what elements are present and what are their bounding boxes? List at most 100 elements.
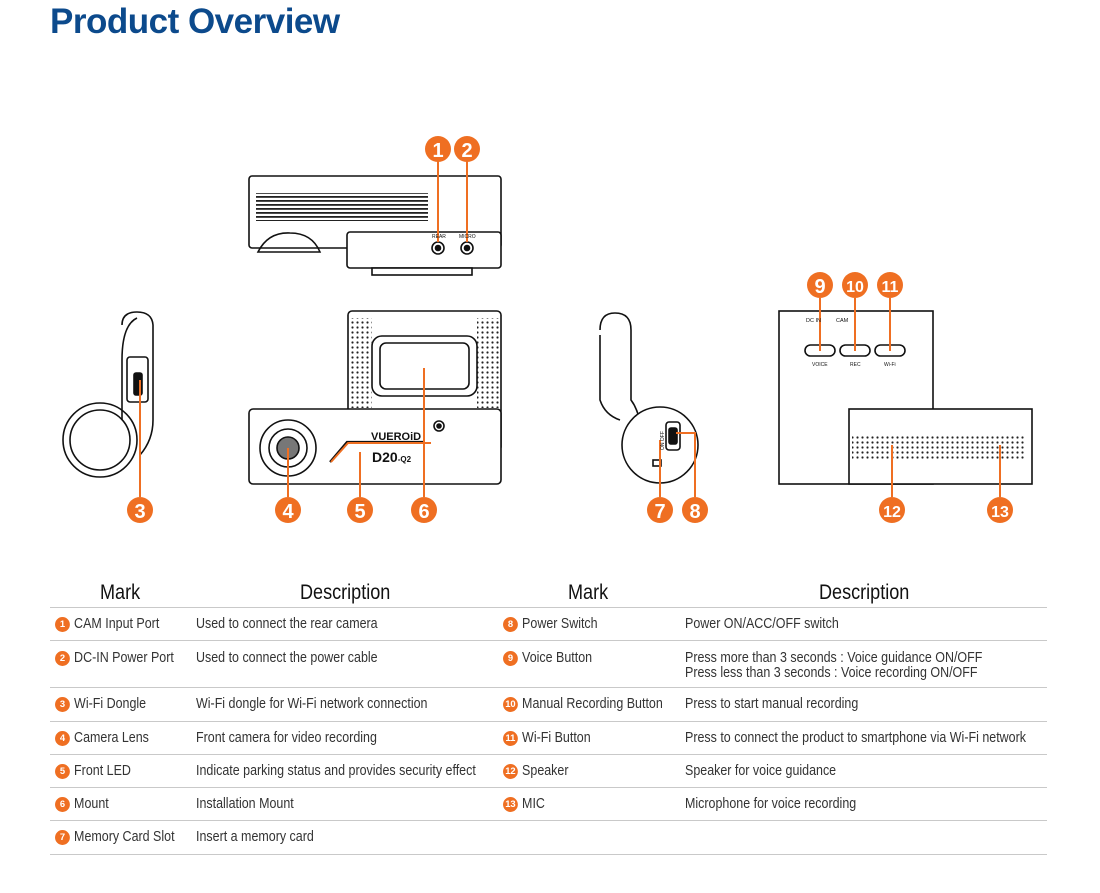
mark-label: Memory Card Slot (74, 829, 175, 845)
callout-10-label: 10 (846, 279, 864, 296)
device-model-suffix: -Q2 (398, 455, 412, 464)
mark-label: MIC (522, 796, 545, 812)
callout-8-label: 8 (689, 501, 700, 523)
desc-speaker: Speaker for voice guidance (685, 763, 837, 779)
mark-mic: 13 MIC (503, 796, 545, 812)
number-badge: 6 (55, 797, 70, 812)
mark-front-led: 5 Front LED (55, 763, 131, 779)
front-view-drawing (248, 310, 502, 497)
desc-wifi-dongle: Wi-Fi dongle for Wi-Fi network connectio… (196, 696, 428, 712)
table-row (50, 820, 1047, 855)
number-badge: 2 (55, 651, 70, 666)
device-model-name: D20 (372, 449, 398, 465)
callout-1: 1 (425, 136, 451, 162)
callout-4-label: 4 (282, 501, 294, 523)
mark-label: DC-IN Power Port (74, 650, 174, 666)
back-label-dc-in: DC IN (806, 318, 821, 324)
button-label-rec: REC (850, 362, 861, 368)
mark-label: Wi-Fi Button (522, 730, 591, 746)
desc-voice-button-line1: Press more than 3 seconds : Voice guidan… (685, 650, 983, 666)
callout-7: 7 (647, 497, 673, 523)
mark-voice-button: 9 Voice Button (503, 650, 593, 666)
callout-9: 9 (807, 272, 833, 298)
header-mark-left: Mark (100, 581, 141, 604)
desc-memory-card-slot: Insert a memory card (196, 829, 314, 845)
device-model: D20-Q2 (372, 449, 412, 465)
callout-12: 12 (879, 497, 905, 523)
button-label-voice: VOICE (812, 362, 828, 368)
number-badge: 10 (503, 697, 518, 712)
number-badge: 12 (503, 764, 518, 779)
callout-7-label: 7 (654, 501, 665, 523)
callout-5-label: 5 (354, 501, 365, 523)
table-row (50, 721, 1047, 755)
mark-wifi-button: 11 Wi-Fi Button (503, 730, 591, 746)
header-mark-right: Mark (568, 581, 609, 604)
desc-front-led: Indicate parking status and provides sec… (196, 763, 476, 779)
port-label-micro: MICRO (459, 234, 476, 240)
number-badge: 11 (503, 731, 518, 746)
callout-12-label: 12 (883, 504, 901, 521)
mark-label: Power Switch (522, 616, 598, 632)
mark-label: CAM Input Port (74, 616, 160, 632)
button-label-wifi: Wi-Fi (884, 362, 896, 368)
mark-label: Voice Button (522, 650, 593, 666)
right-side-view-drawing (599, 312, 699, 497)
table-row (50, 687, 1047, 722)
mark-label: Wi-Fi Dongle (74, 696, 147, 712)
mark-manual-recording-button: 10 Manual Recording Button (503, 696, 663, 712)
mark-cam-input-port: 1 CAM Input Port (55, 616, 160, 632)
mark-speaker: 12 Speaker (503, 763, 569, 779)
switch-label: ON OFF (660, 431, 666, 450)
port-label-rear: REAR (432, 234, 446, 240)
number-badge: 4 (55, 731, 70, 746)
desc-power-switch: Power ON/ACC/OFF switch (685, 616, 839, 632)
callout-3-label: 3 (134, 501, 145, 523)
desc-camera-lens: Front camera for video recording (196, 730, 377, 746)
header-description-left: Description (300, 581, 391, 604)
mark-label: Manual Recording Button (522, 696, 663, 712)
callout-13-label: 13 (991, 504, 1009, 521)
mark-camera-lens: 4 Camera Lens (55, 730, 149, 746)
header-description-right: Description (819, 581, 910, 604)
callout-1-label: 1 (432, 140, 443, 162)
back-view-drawing (778, 298, 1033, 497)
desc-mic: Microphone for voice recording (685, 796, 857, 812)
table-row (50, 754, 1047, 788)
mark-dc-in-power-port: 2 DC-IN Power Port (55, 650, 174, 666)
desc-dc-in-power-port: Used to connect the power cable (196, 650, 378, 666)
table-row (50, 640, 1047, 688)
mark-wifi-dongle: 3 Wi-Fi Dongle (55, 696, 147, 712)
callout-10: 10 (842, 272, 868, 298)
desc-mount: Installation Mount (196, 796, 294, 812)
callout-11: 11 (877, 272, 903, 298)
mark-label: Front LED (74, 763, 131, 779)
callout-5: 5 (347, 497, 373, 523)
desc-cam-input-port: Used to connect the rear camera (196, 616, 378, 632)
number-badge: 13 (503, 797, 518, 812)
callout-2: 2 (454, 136, 480, 162)
device-brand: VUEROiD (371, 431, 421, 443)
back-label-cam: CAM (836, 318, 849, 324)
table-row (50, 607, 1047, 641)
desc-wifi-button: Press to connect the product to smartpho… (685, 730, 1027, 746)
top-view-drawing (248, 160, 502, 276)
mark-label: Camera Lens (74, 730, 149, 746)
table-row (50, 787, 1047, 821)
number-badge: 1 (55, 617, 70, 632)
number-badge: 5 (55, 764, 70, 779)
number-badge: 8 (503, 617, 518, 632)
callout-9-label: 9 (814, 276, 825, 298)
mark-label: Speaker (522, 763, 569, 779)
desc-manual-recording-button: Press to start manual recording (685, 696, 859, 712)
number-badge: 3 (55, 697, 70, 712)
product-diagram: REAR MICRO VUEROiD D20-Q2 (62, 136, 1033, 523)
number-badge: 9 (503, 651, 518, 666)
desc-voice-button-line2: Press less than 3 seconds : Voice record… (685, 665, 978, 681)
callout-6: 6 (411, 497, 437, 523)
callout-8: 8 (682, 497, 708, 523)
mark-power-switch: 8 Power Switch (503, 616, 598, 632)
callout-13: 13 (987, 497, 1013, 523)
